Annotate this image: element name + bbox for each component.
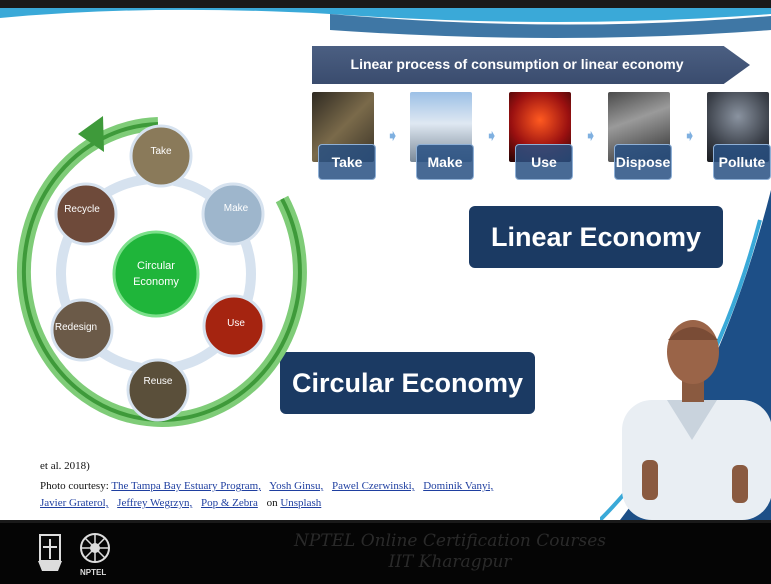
iit-logo-icon xyxy=(38,534,62,571)
circular-economy-box: Circular Economy xyxy=(280,352,535,414)
center-label-line2: Economy xyxy=(133,276,179,288)
credit-link[interactable]: Pawel Czerwinski, xyxy=(331,480,415,492)
presenter-video xyxy=(622,320,771,520)
credit-link[interactable]: Jeffrey Wegrzyn, xyxy=(117,497,193,509)
footer-line1: NPTEL Online Certification Courses xyxy=(293,531,607,551)
nptel-logo-icon xyxy=(80,533,110,563)
nptel-logo-label: NPTEL xyxy=(80,568,107,577)
linear-economy-label: Linear Economy xyxy=(490,221,702,252)
node-make xyxy=(201,182,265,246)
step-dispose: Dispose xyxy=(608,92,674,188)
node-take-label: Take xyxy=(150,146,172,157)
step-label: Take xyxy=(318,144,376,180)
credit-link[interactable]: Javier Graterol, xyxy=(40,497,109,509)
credit-link[interactable]: Dominik Vanyi, xyxy=(423,480,494,492)
node-reuse-label: Reuse xyxy=(144,376,173,387)
citation: et al. 2018) xyxy=(40,460,90,472)
footer-bar: NPTEL NPTEL Online Certification Courses… xyxy=(0,520,771,584)
arrow-icon: ➧ xyxy=(386,128,400,145)
node-take xyxy=(129,124,193,188)
arrow-icon: ➧ xyxy=(485,128,499,145)
arrow-icon: ➧ xyxy=(584,128,598,145)
step-label: Dispose xyxy=(614,144,672,180)
credits-on: on xyxy=(266,497,278,509)
step-pollute: Pollute xyxy=(707,92,771,188)
step-use: Use xyxy=(509,92,575,188)
banner-title: Linear process of consumption or linear … xyxy=(350,56,684,72)
node-recycle xyxy=(54,182,118,246)
step-label: Use xyxy=(515,144,573,180)
top-decoration xyxy=(0,0,771,40)
arrow-icon: ➧ xyxy=(683,128,697,145)
node-reuse xyxy=(126,358,190,422)
node-redesign xyxy=(50,298,114,362)
credit-link-source[interactable]: Unsplash xyxy=(280,497,322,509)
node-use xyxy=(202,294,266,358)
center-label-line1: Circular xyxy=(137,260,175,272)
circular-economy-diagram: Circular Economy Take Make Use Reuse Red… xyxy=(16,116,307,427)
node-recycle-label: Recycle xyxy=(64,204,100,215)
credit-link[interactable]: The Tampa Bay Estuary Program, xyxy=(111,480,261,492)
cycle-arrowhead-icon xyxy=(78,116,104,152)
step-label: Pollute xyxy=(713,144,771,180)
footer-line2: IIT Kharagpur xyxy=(388,552,512,572)
photo-credits: Photo courtesy: The Tampa Bay Estuary Pr… xyxy=(40,478,520,512)
step-take: Take xyxy=(312,92,378,188)
slide: Linear process of consumption or linear … xyxy=(0,0,771,520)
step-make: Make xyxy=(410,92,476,188)
credit-link[interactable]: Pop & Zebra xyxy=(201,497,258,509)
credits-prefix: Photo courtesy: xyxy=(40,480,109,492)
center-circle xyxy=(112,230,200,318)
node-use-label: Use xyxy=(227,318,245,329)
linear-economy-box: Linear Economy xyxy=(469,206,723,268)
linear-process-banner: Linear process of consumption or linear … xyxy=(312,46,750,84)
node-make-label: Make xyxy=(224,203,249,214)
circular-economy-label: Circular Economy xyxy=(291,367,524,398)
credit-link[interactable]: Yosh Ginsu, xyxy=(269,480,324,492)
step-label: Make xyxy=(416,144,474,180)
node-redesign-label: Redesign xyxy=(55,322,97,333)
